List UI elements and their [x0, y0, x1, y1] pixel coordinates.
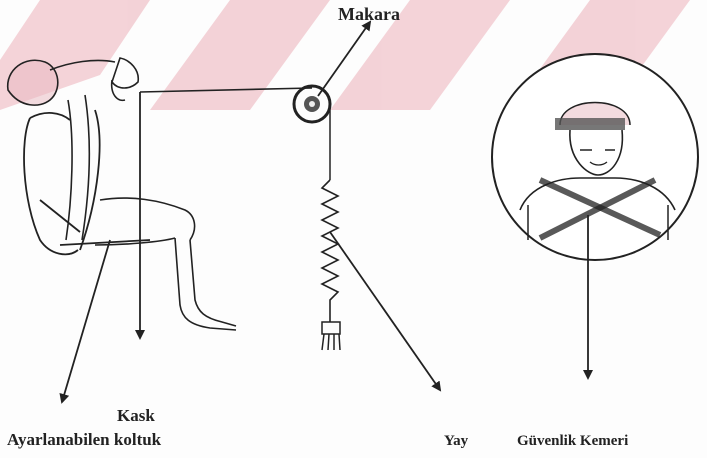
adjustable-seat-label: Ayarlanabilen koltuk	[7, 431, 161, 448]
weight-drawing	[322, 322, 340, 350]
seat-belt-inset	[492, 54, 698, 260]
spring-drawing	[322, 180, 338, 322]
helmet-label: Kask	[117, 407, 155, 424]
arrow-koltuk	[62, 240, 110, 402]
seat-belt-label: Güvenlik Kemeri	[517, 434, 628, 449]
pulley-label: Makara	[338, 5, 400, 23]
adjustable-seat	[24, 110, 150, 254]
arrow-yay	[330, 232, 440, 390]
pulley-drawing	[294, 86, 330, 180]
spring-label: Yay	[444, 434, 468, 449]
